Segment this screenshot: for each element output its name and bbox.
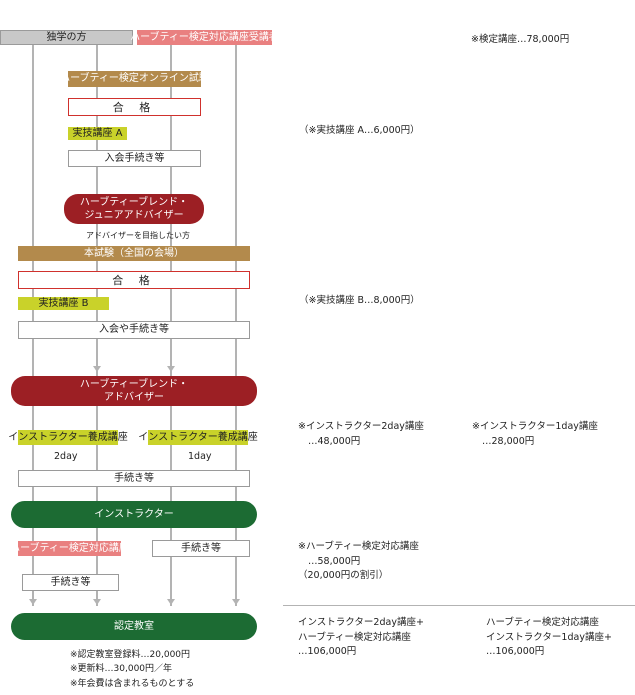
footnotes: ※認定教室登録料…20,000円 ※更新料…30,000円／年 ※年会費は含まれ… <box>70 648 194 691</box>
procedure-box: 手続き等 <box>18 470 250 487</box>
footnote-registration: ※認定教室登録料…20,000円 <box>70 650 191 660</box>
note-combo-right-price: …106,000円 <box>486 646 545 658</box>
adviser-line2: アドバイザー <box>104 392 164 403</box>
footnote-annual-fee: ※年会費は含まれるものとする <box>70 678 195 689</box>
arrow-down-icon <box>167 366 175 372</box>
instructor-pill: インストラクター <box>11 501 257 528</box>
label-1day: 1day <box>188 451 212 462</box>
note-instructor-2day-price: …48,000円 <box>308 435 361 447</box>
adviser-line1: ハーブティーブレンド・ <box>79 379 189 390</box>
arrow-down-icon <box>93 599 101 605</box>
note-herbtea-course-discount: （20,000円の割引） <box>298 570 389 582</box>
adviser-pill: ハーブティーブレンド・ アドバイザー <box>11 376 257 406</box>
procedure-box-small: 手続き等 <box>22 574 119 591</box>
note-combo-right-line1: ハーブティー検定対応講座 <box>486 617 599 628</box>
note-instructor-1day-title: ※インストラクター1day講座 <box>472 421 598 432</box>
join-procedure-box-1: 入会手続き等 <box>68 150 201 167</box>
label-2day: 2day <box>54 451 78 462</box>
note-combo-right-line2: インストラクター1day講座+ <box>486 631 612 643</box>
note-instructor-2day-title: ※インストラクター2day講座 <box>298 421 424 432</box>
note-instructor-2day: ※インストラクター2day講座 …48,000円 <box>298 420 424 449</box>
note-combo-left: インストラクター2day講座+ ハーブティー検定対応講座 …106,000円 <box>298 616 424 660</box>
arrow-down-icon <box>93 366 101 372</box>
instructor-course-box-left: インストラクター養成講座 <box>8 430 128 445</box>
start-course-taker-box: ハーブティー検定対応講座受講者 <box>130 30 279 45</box>
certified-school-pill: 認定教室 <box>11 613 257 640</box>
arrow-down-icon <box>232 599 240 605</box>
note-instructor-1day-price: …28,000円 <box>482 435 535 447</box>
arrow-down-icon <box>29 599 37 605</box>
note-herbtea-course-price: …58,000円 <box>308 555 361 567</box>
practice-a-box: 実技講座 A <box>68 127 127 140</box>
pass-box-2: 合 格 <box>18 271 250 289</box>
note-herbtea-course: ※ハーブティー検定対応講座 …58,000円 （20,000円の割引） <box>298 540 419 584</box>
note-practice-a-price: （※実技講座 A…6,000円） <box>299 125 420 136</box>
note-combo-left-line2: ハーブティー検定対応講座 <box>298 631 411 643</box>
note-practice-b-price: （※実技講座 B…8,000円） <box>299 295 420 306</box>
instructor-label: インストラクター <box>94 509 174 520</box>
instructor-course-box-right: インストラクター養成講座 <box>138 430 258 445</box>
footnote-renewal: ※更新料…30,000円／年 <box>70 664 173 675</box>
certified-school-label: 認定教室 <box>114 621 154 632</box>
divider-line <box>283 605 635 606</box>
join-procedure-box-2: 入会や手続き等 <box>18 321 250 339</box>
note-exam-course-price: ※検定講座…78,000円 <box>471 34 570 45</box>
note-combo-right: ハーブティー検定対応講座 インストラクター1day講座+ …106,000円 <box>486 616 612 660</box>
procedure-box-right: 手続き等 <box>152 540 250 557</box>
online-exam-box: ハーブティー検定オンライン試験 <box>60 71 209 87</box>
junior-adviser-line2: ジュニアアドバイザー <box>84 210 184 221</box>
note-instructor-1day: ※インストラクター1day講座 …28,000円 <box>472 420 598 449</box>
note-combo-left-line1: インストラクター2day講座+ <box>298 617 424 628</box>
pass-box-1: 合 格 <box>68 98 201 116</box>
junior-adviser-line1: ハーブティーブレンド・ <box>79 197 189 208</box>
note-combo-left-price: …106,000円 <box>298 646 357 658</box>
practice-b-box: 実技講座 B <box>18 297 109 310</box>
main-exam-box: 本試験（全国の会場） <box>18 246 250 261</box>
start-self-study-box: 独学の方 <box>0 30 133 45</box>
herbtea-course-box: ハーブティー検定対応講座 <box>10 541 129 556</box>
arrow-down-icon <box>167 599 175 605</box>
junior-adviser-pill: ハーブティーブレンド・ ジュニアアドバイザー <box>64 194 204 224</box>
note-herbtea-course-title: ※ハーブティー検定対応講座 <box>298 541 419 552</box>
adviser-aim-label: アドバイザーを目指したい方 <box>86 231 190 240</box>
